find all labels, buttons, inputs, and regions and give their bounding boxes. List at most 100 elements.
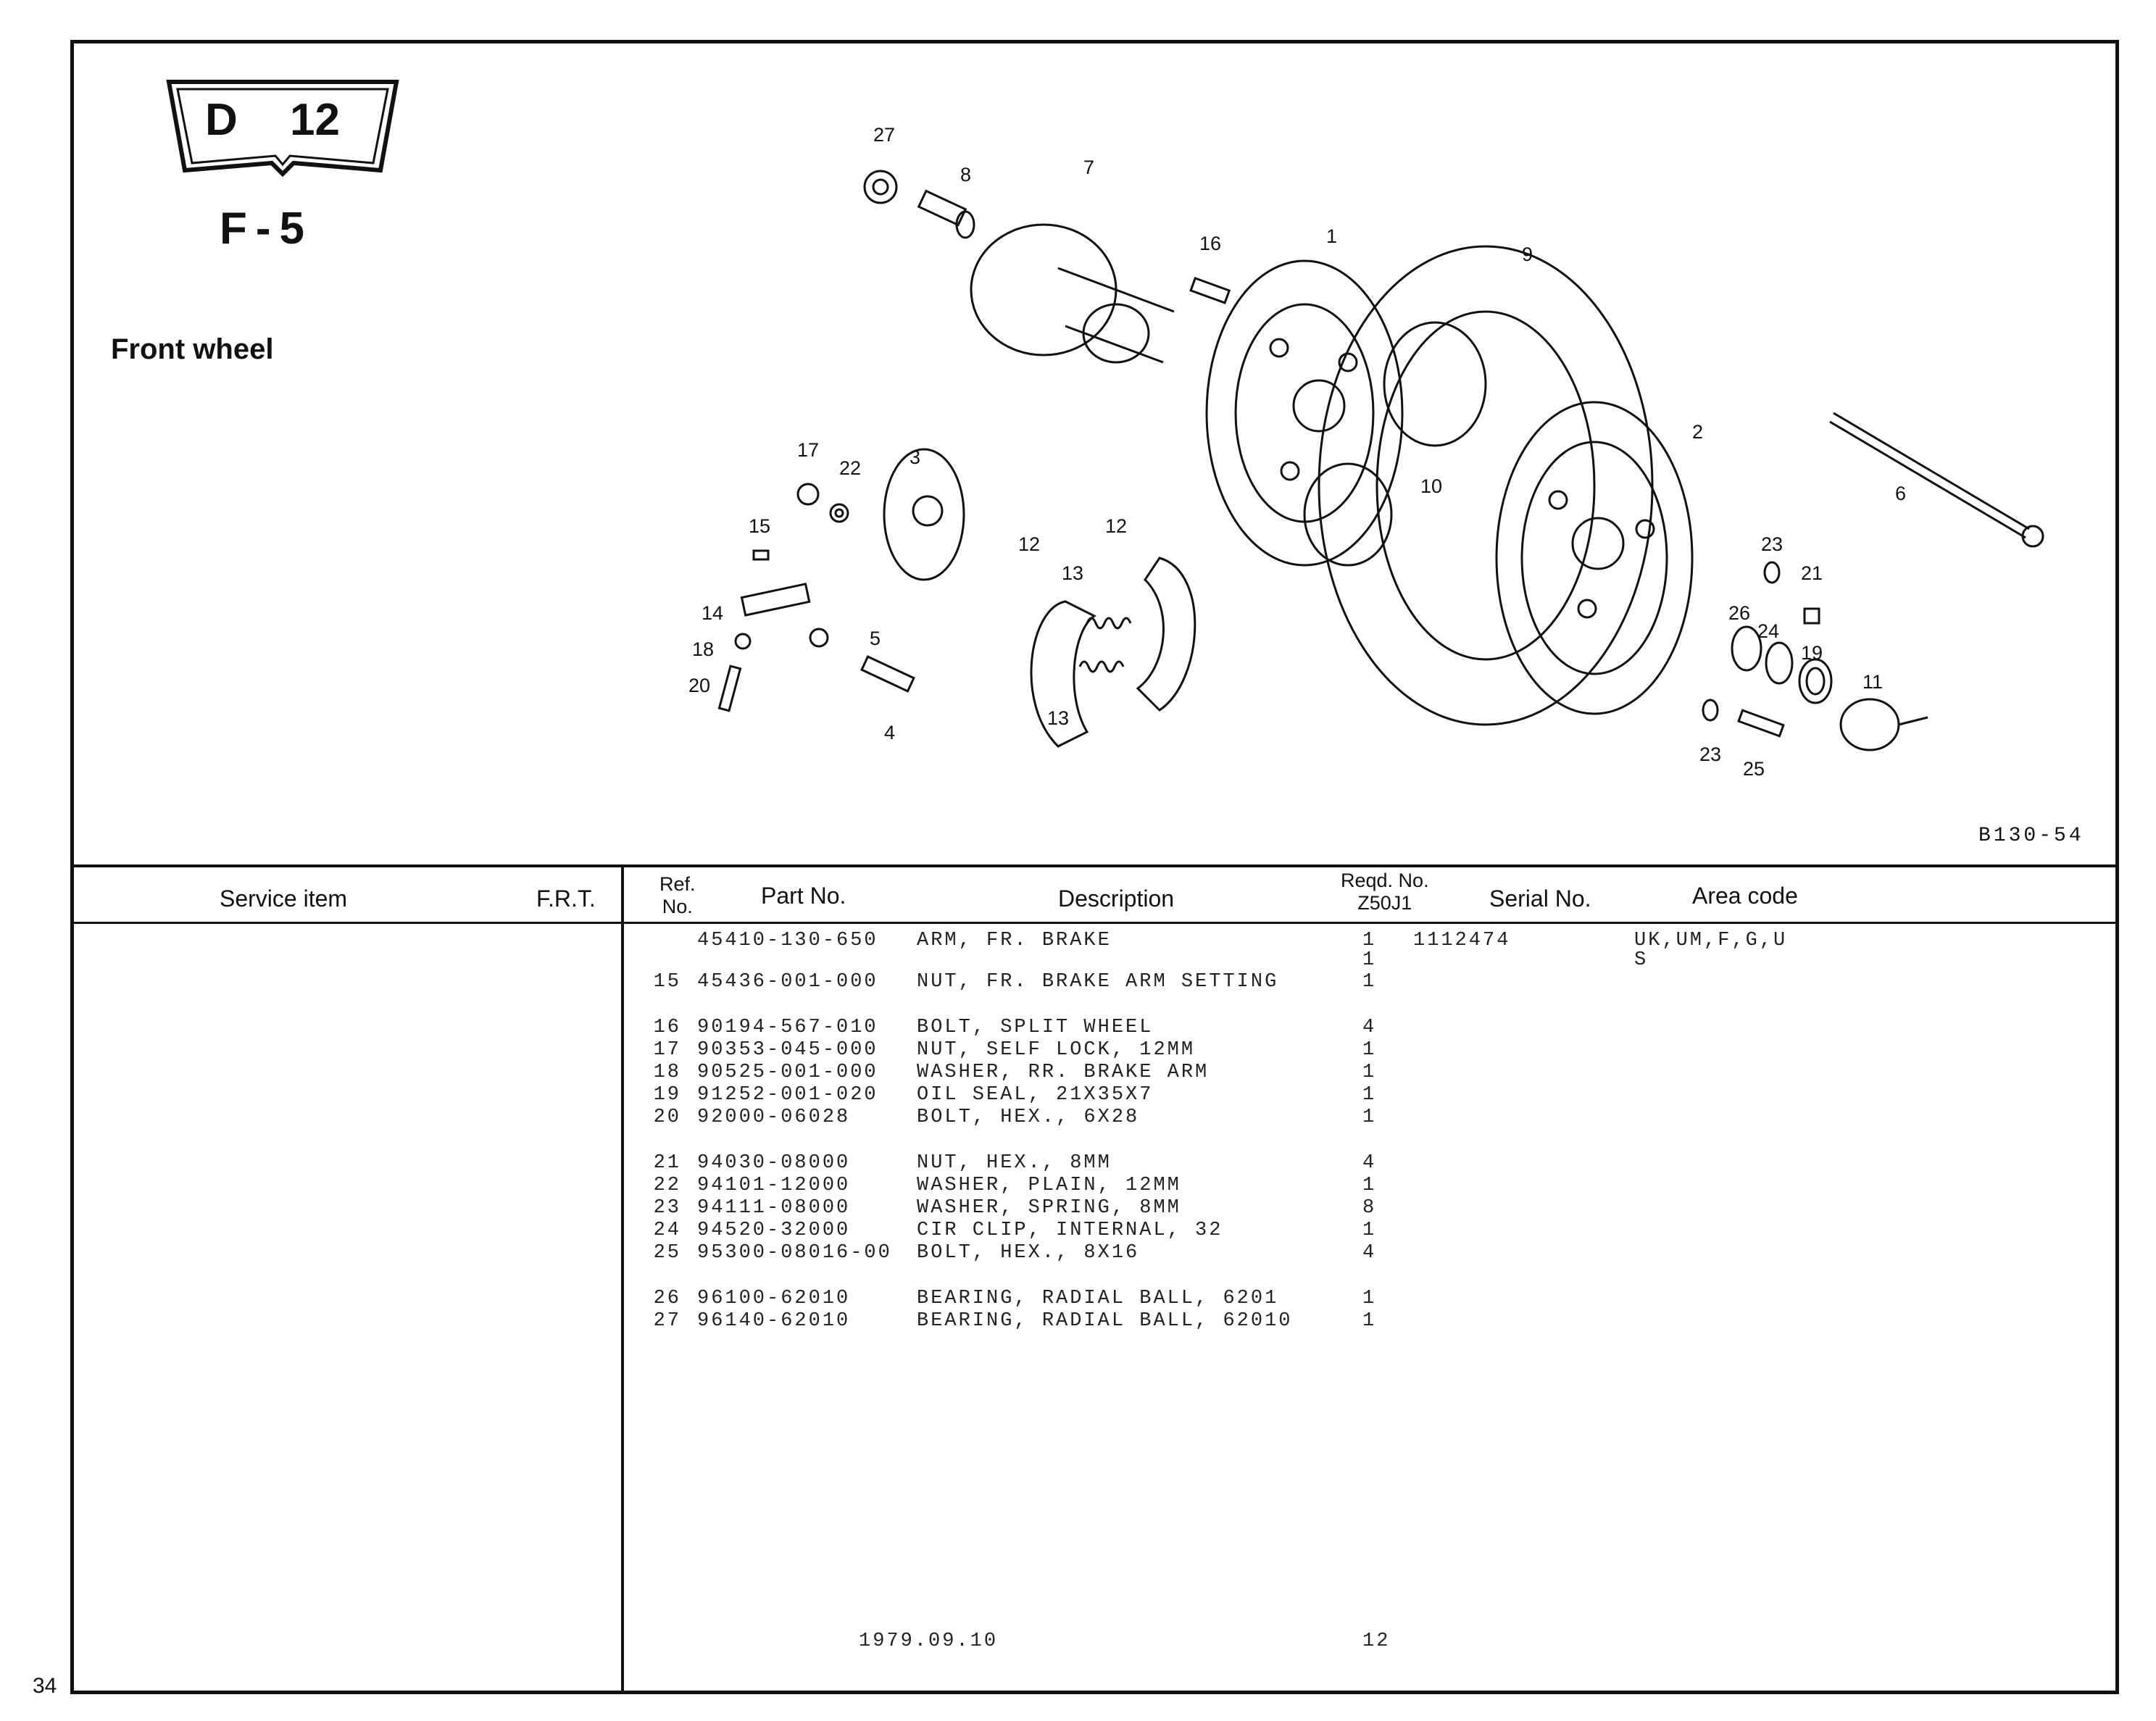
ref-no-cell: 20 <box>653 1107 681 1128</box>
callout-label: 24 <box>1757 620 1779 642</box>
header-service-item: Service item <box>220 885 348 912</box>
ref-no-cell: 15 <box>653 971 681 993</box>
spring-13a-drawing <box>1086 617 1132 630</box>
description-cell: ARM, FR. BRAKE <box>917 930 1112 951</box>
callout-label: 13 <box>1047 707 1069 729</box>
part-no-cell: 96100-62010 <box>697 1288 851 1309</box>
ref-no-cell: 27 <box>653 1310 681 1332</box>
badge-letter: D <box>205 95 241 145</box>
ref-no-cell: 23 <box>653 1197 681 1219</box>
part-no-cell: 94101-12000 <box>697 1175 851 1196</box>
washer-23b-drawing <box>1702 699 1719 722</box>
callout-label: 23 <box>1761 533 1783 555</box>
hub-7-drawing <box>970 223 1175 364</box>
ref-no-cell: 26 <box>653 1288 681 1309</box>
description-cell: BOLT, SPLIT WHEEL <box>917 1017 1154 1038</box>
qty-cell: 1 <box>1362 1220 1377 1241</box>
tube-10-drawing <box>1303 321 1487 567</box>
footer-ref: 12 <box>1362 1630 1391 1652</box>
ref-no-cell: 16 <box>653 1017 681 1038</box>
ref-no-cell: 18 <box>653 1062 681 1083</box>
description-cell: WASHER, PLAIN, 12MM <box>917 1175 1181 1196</box>
bearing-27-drawing <box>863 170 898 204</box>
bolt-20-drawing <box>717 664 742 712</box>
qty-cell: 8 <box>1362 1197 1377 1219</box>
description-cell: NUT, HEX., 8MM <box>917 1152 1112 1174</box>
part-no-cell: 45410-130-650 <box>697 930 878 951</box>
part-no-cell: 94030-08000 <box>697 1152 851 1174</box>
part-no-cell: 94520-32000 <box>697 1220 851 1241</box>
section-badge <box>166 80 399 178</box>
callout-label: 7 <box>1083 157 1094 178</box>
qty-cell: 4 <box>1362 1017 1377 1038</box>
header-reqd-line2: Z50J1 <box>1357 892 1412 914</box>
plate-5-drawing <box>809 628 829 648</box>
washer-23-drawing <box>1763 561 1781 584</box>
circlip-24-drawing <box>1765 641 1794 685</box>
ref-no-cell: 22 <box>653 1175 681 1196</box>
description-cell: NUT, FR. BRAKE ARM SETTING <box>917 971 1279 993</box>
part-no-cell: 90353-045-000 <box>697 1039 878 1061</box>
header-serial-no: Serial No. <box>1489 885 1591 912</box>
callout-label: 27 <box>873 124 895 146</box>
qty-cell: 1 <box>1362 1062 1377 1083</box>
part-no-cell: 45436-001-000 <box>697 971 878 993</box>
callout-label: 25 <box>1743 758 1765 780</box>
qty-cell: 1 <box>1362 971 1377 993</box>
spring-13b-drawing <box>1078 660 1125 673</box>
page-number: 34 <box>33 1674 57 1698</box>
section-title: Front wheel <box>111 333 274 365</box>
bearing-26-drawing <box>1731 625 1762 672</box>
header-reqd-no: Reqd. No. Z50J1 <box>1341 870 1429 914</box>
description-cell: BEARING, RADIAL BALL, 6201 <box>917 1288 1279 1309</box>
callout-label: 11 <box>1862 671 1883 693</box>
description-cell: BOLT, HEX., 8X16 <box>917 1242 1140 1264</box>
ref-no-cell: 19 <box>653 1084 681 1106</box>
callout-label: 14 <box>702 602 723 624</box>
table-top-rule <box>70 864 2119 867</box>
brake-panel-3-drawing <box>883 448 965 581</box>
header-reqd-line1: Reqd. No. <box>1341 870 1429 891</box>
badge-number: 12 <box>290 95 340 145</box>
gearbox-11-drawing <box>1839 698 1928 751</box>
nut-21-drawing <box>1803 607 1820 625</box>
washer-18-drawing <box>734 633 752 650</box>
qty-cell: 1 <box>1362 1310 1377 1332</box>
part-no-cell: 92000-06028 <box>697 1107 851 1128</box>
callout-label: 16 <box>1199 233 1221 254</box>
service-column-divider <box>621 864 624 1694</box>
ref-no-cell: 21 <box>653 1152 681 1174</box>
qty-cell: 1 <box>1362 949 1377 971</box>
callout-label: 9 <box>1522 243 1533 265</box>
qty-cell: 1 <box>1362 1084 1377 1106</box>
part-no-cell: 95300-08016-00 <box>697 1242 892 1264</box>
brake-shoe-12b-drawing <box>1136 557 1196 712</box>
arm-14-drawing <box>740 583 811 617</box>
callout-label: 18 <box>692 638 714 660</box>
description-cell: BOLT, HEX., 6X28 <box>917 1107 1140 1128</box>
callout-label: 10 <box>1420 475 1442 497</box>
callout-label: 4 <box>884 722 895 743</box>
callout-label: 22 <box>839 457 861 479</box>
ref-no-cell: 25 <box>653 1242 681 1264</box>
qty-cell: 1 <box>1362 1175 1377 1196</box>
washer-22-drawing <box>829 503 849 523</box>
callout-label: 8 <box>960 164 971 186</box>
part-no-cell: 90525-001-000 <box>697 1062 878 1083</box>
cam-4-drawing <box>860 655 915 693</box>
exploded-parts-diagram: 27 8 7 16 1 9 17 22 3 15 14 18 20 5 4 12… <box>688 124 2044 780</box>
description-cell: WASHER, SPRING, 8MM <box>917 1197 1181 1219</box>
header-ref-no: Ref. No. <box>659 873 696 918</box>
description-cell: NUT, SELF LOCK, 12MM <box>917 1039 1196 1061</box>
callout-label: 15 <box>749 515 770 537</box>
callout-label: 26 <box>1728 602 1750 624</box>
callout-label: 5 <box>870 628 881 649</box>
description-cell: WASHER, RR. BRAKE ARM <box>917 1062 1210 1083</box>
sub-code: F-5 <box>220 204 313 254</box>
part-no-cell: 94111-08000 <box>697 1197 851 1219</box>
callout-label: 12 <box>1018 533 1040 555</box>
description-cell: CIR CLIP, INTERNAL, 32 <box>917 1220 1223 1241</box>
brake-shoe-12a-drawing <box>1030 600 1096 748</box>
footer-date: 1979.09.10 <box>859 1630 999 1652</box>
header-description: Description <box>1058 885 1175 912</box>
